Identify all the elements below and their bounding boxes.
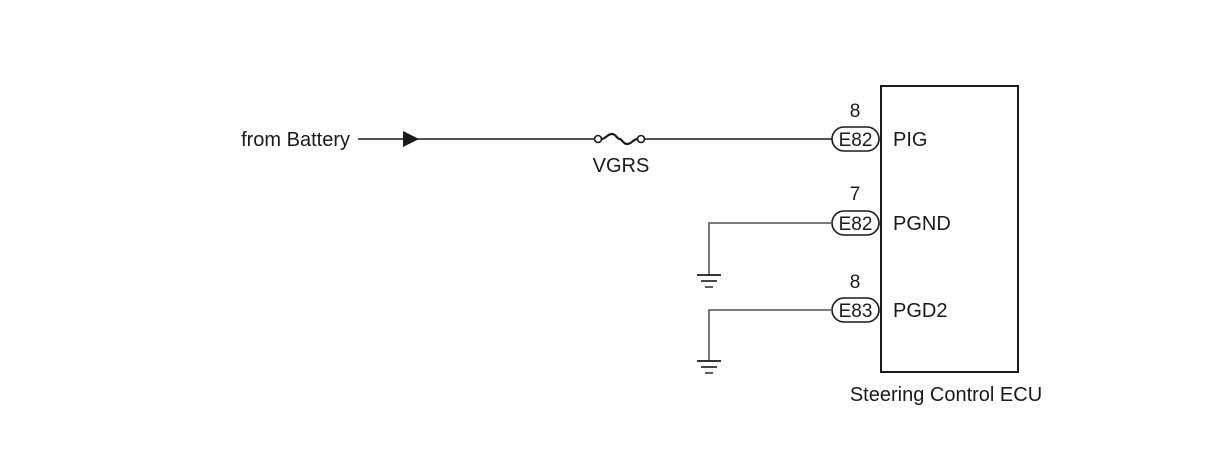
connector-code: E82 [839,214,873,235]
terminal-name: PGD2 [893,300,947,322]
direction-arrow-icon [403,131,419,147]
fuse-label: VGRS [593,155,650,177]
terminal-pin-number: 8 [850,272,861,293]
ecu-box [880,85,1019,373]
terminal-name: PIG [893,129,927,151]
ground-icon [697,274,721,288]
terminal-pin-number: 7 [850,184,861,205]
terminal-pig: 8 E82 PIG [831,101,927,152]
fuse-icon [593,132,646,146]
source-label: from Battery [241,129,350,151]
pgd2-ground-wire [708,309,832,361]
terminal-name: PGND [893,213,951,235]
terminal-pgnd: 7 E82 PGND [831,184,951,236]
ecu-label: Steering Control ECU [850,384,1042,406]
pgnd-ground-wire [708,222,832,275]
ground-icon [697,360,721,374]
connector-code: E83 [839,301,873,322]
terminal-pin-number: 8 [850,101,861,122]
connector-code: E82 [839,130,873,151]
connector-shape [831,126,880,152]
terminal-pgd2: 8 E83 PGD2 [831,272,947,323]
